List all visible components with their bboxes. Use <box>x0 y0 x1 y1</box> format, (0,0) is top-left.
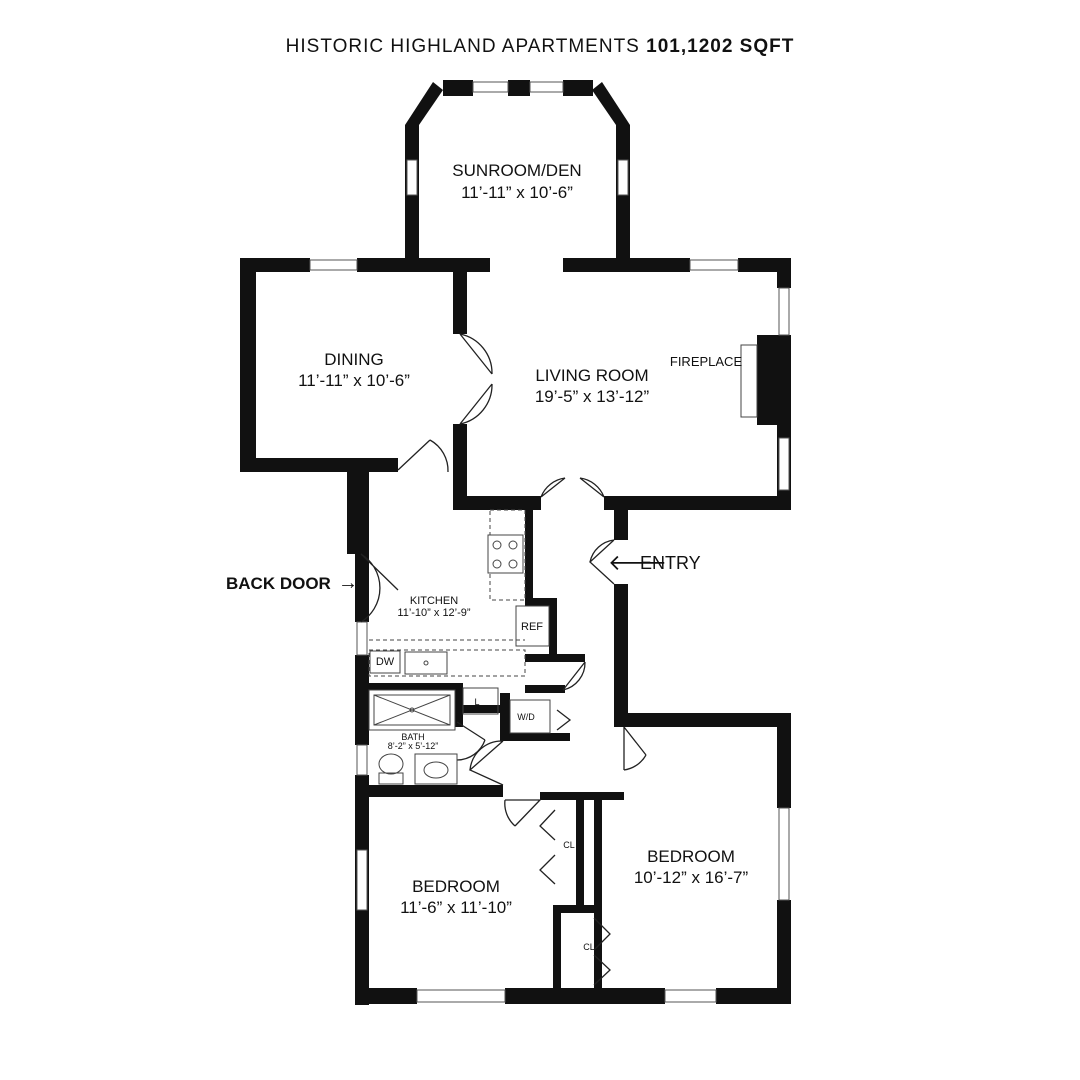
bedroom2-size: 10’-12” x 16’-7” <box>634 868 749 887</box>
sunroom-size: 11’-11” x 10’-6” <box>461 183 573 202</box>
back-door-label: BACK DOOR <box>226 574 331 593</box>
room-labels: SUNROOM/DEN 11’-11” x 10’-6” DINING 11’-… <box>226 161 749 952</box>
dw-label: DW <box>376 656 395 668</box>
entry-label: ENTRY <box>640 553 701 573</box>
bedroom1-size: 11’-6” x 11’-10” <box>400 898 512 917</box>
kitchen-size: 11’-10” x 12’-9” <box>397 607 470 619</box>
plan-title-name: HISTORIC HIGHLAND APARTMENTS <box>285 36 640 57</box>
living-size: 19’-5” x 13’-12” <box>535 387 650 406</box>
plan-title-area: 101,1202 SQFT <box>646 36 795 57</box>
bath-size: 8’-2” x 5’-12” <box>388 741 439 751</box>
dining-name: DINING <box>324 350 384 369</box>
living-name: LIVING ROOM <box>535 366 648 385</box>
doors <box>360 333 647 986</box>
fixtures <box>368 344 758 785</box>
ref-label: REF <box>521 621 543 633</box>
bedroom2-name: BEDROOM <box>647 847 735 866</box>
fireplace-label: FIREPLACE <box>670 354 743 369</box>
sunroom-name: SUNROOM/DEN <box>452 161 581 180</box>
closet-label-1: CL <box>563 840 575 850</box>
plan-title: HISTORIC HIGHLAND APARTMENTS 101,1202 SQ… <box>0 36 1080 58</box>
arrow-left-icon: 🡐 <box>608 550 667 575</box>
windows <box>309 81 790 1003</box>
kitchen-name: KITCHEN <box>410 595 458 607</box>
dining-size: 11’-11” x 10’-6” <box>298 371 410 390</box>
linen-label: L <box>474 697 479 707</box>
bath-name: BATH <box>401 732 424 742</box>
wd-label: W/D <box>517 712 535 722</box>
bedroom1-name: BEDROOM <box>412 877 500 896</box>
closet-label-2: CL <box>583 942 595 952</box>
arrow-right-icon: → <box>338 572 358 594</box>
